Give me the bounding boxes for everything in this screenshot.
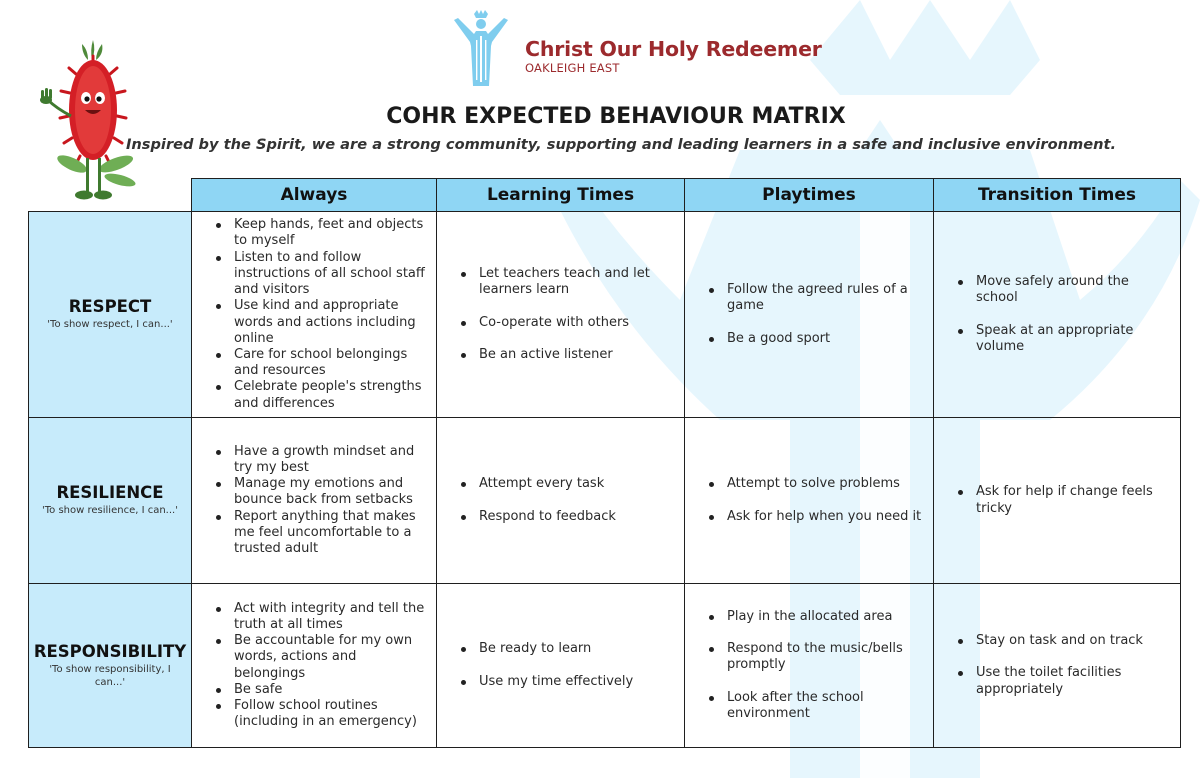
row-title: RESPECT (68, 297, 152, 317)
list-item: Manage my emotions and bounce back from … (192, 476, 428, 508)
matrix-cell: Stay on task and on track Use the toilet… (933, 583, 1181, 748)
list-item: Let teachers teach and let learners lear… (437, 266, 676, 298)
list-item: Look after the school environment (685, 690, 925, 722)
bullet-list: Ask for help if change feels tricky (934, 484, 1172, 516)
school-location: OAKLEIGH EAST (525, 61, 620, 75)
list-item: Act with integrity and tell the truth at… (192, 601, 428, 633)
row-header-responsibility: RESPONSIBILITY 'To show responsibility, … (28, 583, 192, 748)
row-subtitle: 'To show resilience, I can...' (42, 505, 178, 517)
matrix-cell: Play in the allocated area Respond to th… (684, 583, 934, 748)
list-item: Attempt every task (437, 476, 676, 492)
list-item: Report anything that makes me feel uncom… (192, 509, 428, 558)
matrix-cell: Follow the agreed rules of a game Be a g… (684, 211, 934, 418)
row-subtitle: 'To show respect, I can...' (47, 319, 173, 331)
bullet-list: Be ready to learn Use my time effectivel… (437, 641, 676, 689)
redeemer-figure-icon (454, 10, 508, 86)
row-header-respect: RESPECT 'To show respect, I can...' (28, 211, 192, 418)
list-item: Stay on task and on track (934, 633, 1172, 649)
row-title: RESILIENCE (56, 483, 164, 503)
school-name: Christ Our Holy Redeemer (525, 37, 822, 61)
page-subtitle: Inspired by the Spirit, we are a strong … (125, 136, 1117, 153)
list-item: Follow school routines (including in an … (192, 698, 428, 730)
matrix-cell: Ask for help if change feels tricky (933, 417, 1181, 584)
list-item: Speak at an appropriate volume (934, 323, 1172, 355)
list-item: Be accountable for my own words, actions… (192, 633, 428, 682)
list-item: Use the toilet facilities appropriately (934, 665, 1172, 697)
bullet-list: Act with integrity and tell the truth at… (192, 601, 428, 731)
list-item: Play in the allocated area (685, 609, 925, 625)
column-header-transition-times: Transition Times (933, 178, 1181, 212)
matrix-cell: Keep hands, feet and objects to myself L… (191, 211, 437, 418)
list-item: Respond to the music/bells promptly (685, 641, 925, 673)
list-item: Ask for help if change feels tricky (934, 484, 1172, 516)
school-logo: Christ Our Holy Redeemer OAKLEIGH EAST (452, 10, 822, 88)
matrix-cell: Attempt every task Respond to feedback (436, 417, 685, 584)
row-subtitle: 'To show responsibility, I can...' (49, 663, 171, 689)
matrix-cell: Be ready to learn Use my time effectivel… (436, 583, 685, 748)
list-item: Listen to and follow instructions of all… (192, 250, 428, 299)
bullet-list: Attempt every task Respond to feedback (437, 476, 676, 524)
watermark-figure (560, 0, 1200, 778)
list-item: Be an active listener (437, 347, 676, 363)
bullet-list: Play in the allocated area Respond to th… (685, 609, 925, 722)
list-item: Co-operate with others (437, 315, 676, 331)
row-header-resilience: RESILIENCE 'To show resilience, I can...… (28, 417, 192, 584)
list-item: Be a good sport (685, 331, 925, 347)
column-header-playtimes: Playtimes (684, 178, 934, 212)
list-item: Be safe (192, 682, 428, 698)
bottlebrush-mascot (40, 40, 136, 200)
list-item: Be ready to learn (437, 641, 676, 657)
list-item: Attempt to solve problems (685, 476, 925, 492)
bullet-list: Let teachers teach and let learners lear… (437, 266, 676, 363)
list-item: Use kind and appropriate words and actio… (192, 298, 428, 347)
row-title: RESPONSIBILITY (33, 641, 187, 661)
matrix-cell: Have a growth mindset and try my best Ma… (191, 417, 437, 584)
bullet-list: Stay on task and on track Use the toilet… (934, 633, 1172, 698)
matrix-cell: Attempt to solve problems Ask for help w… (684, 417, 934, 584)
bullet-list: Keep hands, feet and objects to myself L… (192, 217, 428, 411)
list-item: Move safely around the school (934, 274, 1172, 306)
column-header-learning-times: Learning Times (436, 178, 685, 212)
page-title: COHR EXPECTED BEHAVIOUR MATRIX (386, 104, 846, 129)
list-item: Respond to feedback (437, 509, 676, 525)
column-header-always: Always (191, 178, 437, 212)
list-item: Use my time effectively (437, 674, 676, 690)
matrix-cell: Act with integrity and tell the truth at… (191, 583, 437, 748)
bullet-list: Follow the agreed rules of a game Be a g… (685, 282, 925, 347)
list-item: Follow the agreed rules of a game (685, 282, 925, 314)
matrix-cell: Move safely around the school Speak at a… (933, 211, 1181, 418)
list-item: Care for school belongings and resources (192, 347, 428, 379)
bullet-list: Attempt to solve problems Ask for help w… (685, 476, 925, 524)
bullet-list: Have a growth mindset and try my best Ma… (192, 444, 428, 557)
matrix-cell: Let teachers teach and let learners lear… (436, 211, 685, 418)
list-item: Keep hands, feet and objects to myself (192, 217, 428, 249)
bullet-list: Move safely around the school Speak at a… (934, 274, 1172, 355)
list-item: Ask for help when you need it (685, 509, 925, 525)
list-item: Celebrate people's strengths and differe… (192, 379, 428, 411)
list-item: Have a growth mindset and try my best (192, 444, 428, 476)
